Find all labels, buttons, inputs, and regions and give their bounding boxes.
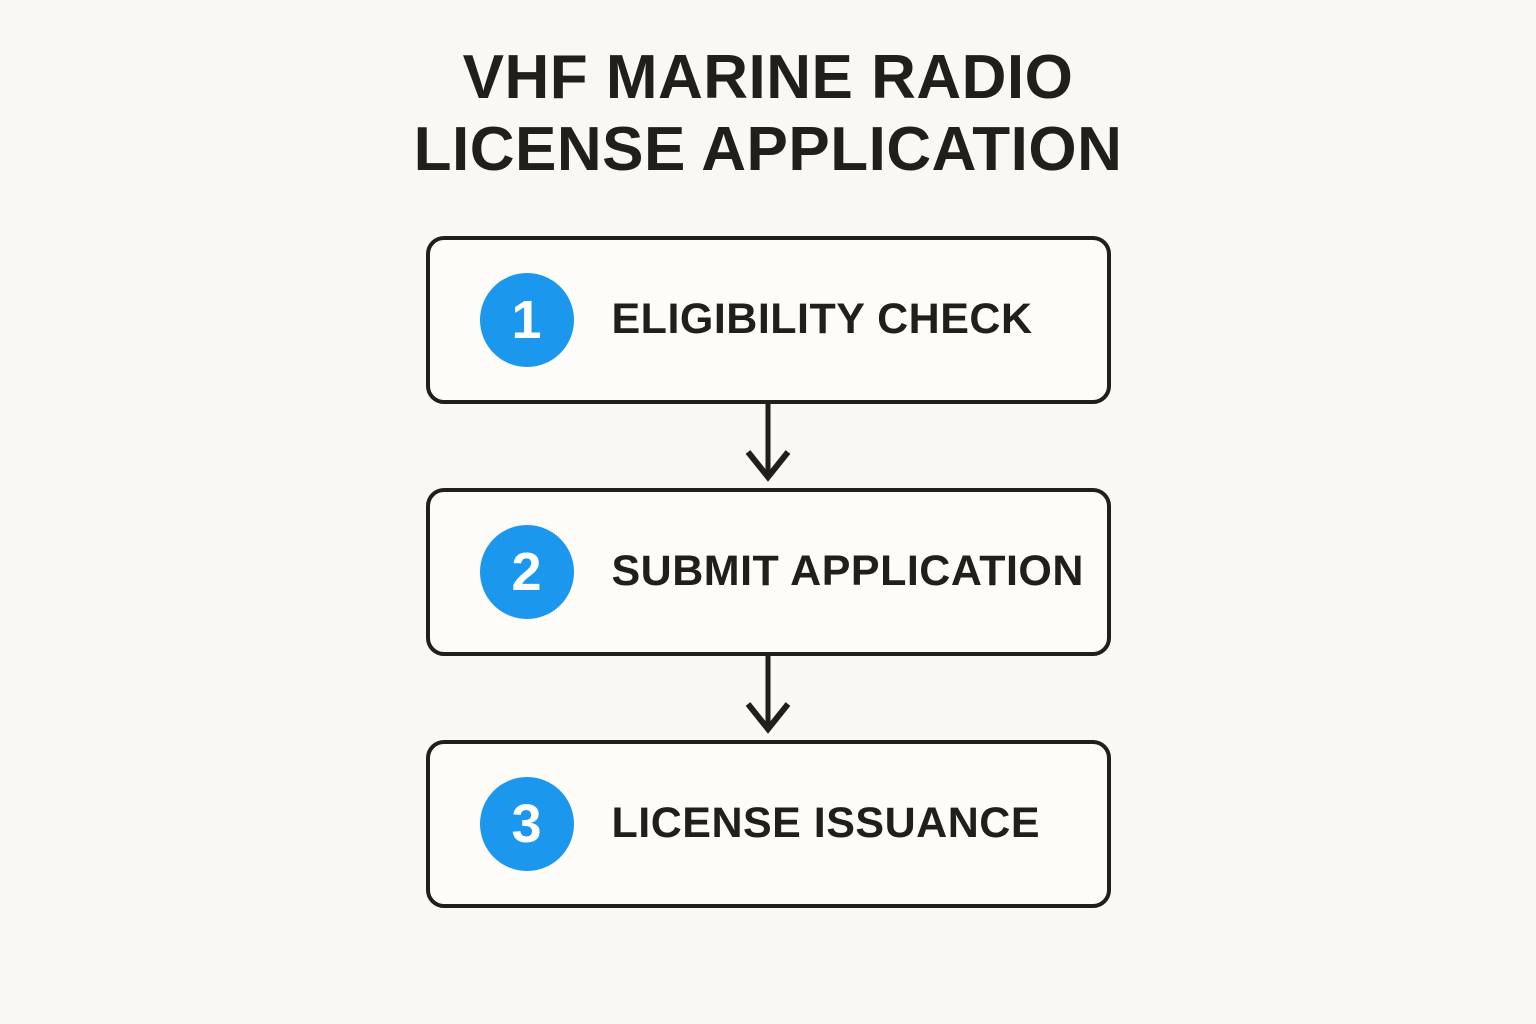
flowchart: 1 ELIGIBILITY CHECK 2 SUBMIT APPLICATION… bbox=[425, 235, 1111, 908]
step-box-submit-application: 2 SUBMIT APPLICATION bbox=[425, 487, 1111, 656]
step-number-badge: 3 bbox=[479, 776, 574, 871]
page-title-line1: VHF MARINE RADIO bbox=[462, 43, 1074, 112]
arrow-down-icon bbox=[745, 403, 791, 482]
step-label: SUBMIT APPLICATION bbox=[611, 547, 1084, 596]
step-number-badge: 1 bbox=[479, 272, 574, 367]
step-box-eligibility-check: 1 ELIGIBILITY CHECK bbox=[425, 235, 1111, 404]
step-label: ELIGIBILITY CHECK bbox=[611, 295, 1033, 344]
step-number: 2 bbox=[511, 541, 542, 602]
page-title-line2: LICENSE APPLICATION bbox=[413, 114, 1123, 184]
step-box-license-issuance: 3 LICENSE ISSUANCE bbox=[425, 739, 1111, 908]
step-label: LICENSE ISSUANCE bbox=[611, 799, 1041, 848]
page-title: VHF MARINE RADIO LICENSE APPLICATION bbox=[414, 42, 1123, 186]
step-number-badge: 2 bbox=[479, 524, 574, 619]
arrow-down-icon bbox=[745, 655, 791, 734]
step-number: 3 bbox=[511, 793, 542, 854]
step-number: 1 bbox=[511, 289, 542, 350]
